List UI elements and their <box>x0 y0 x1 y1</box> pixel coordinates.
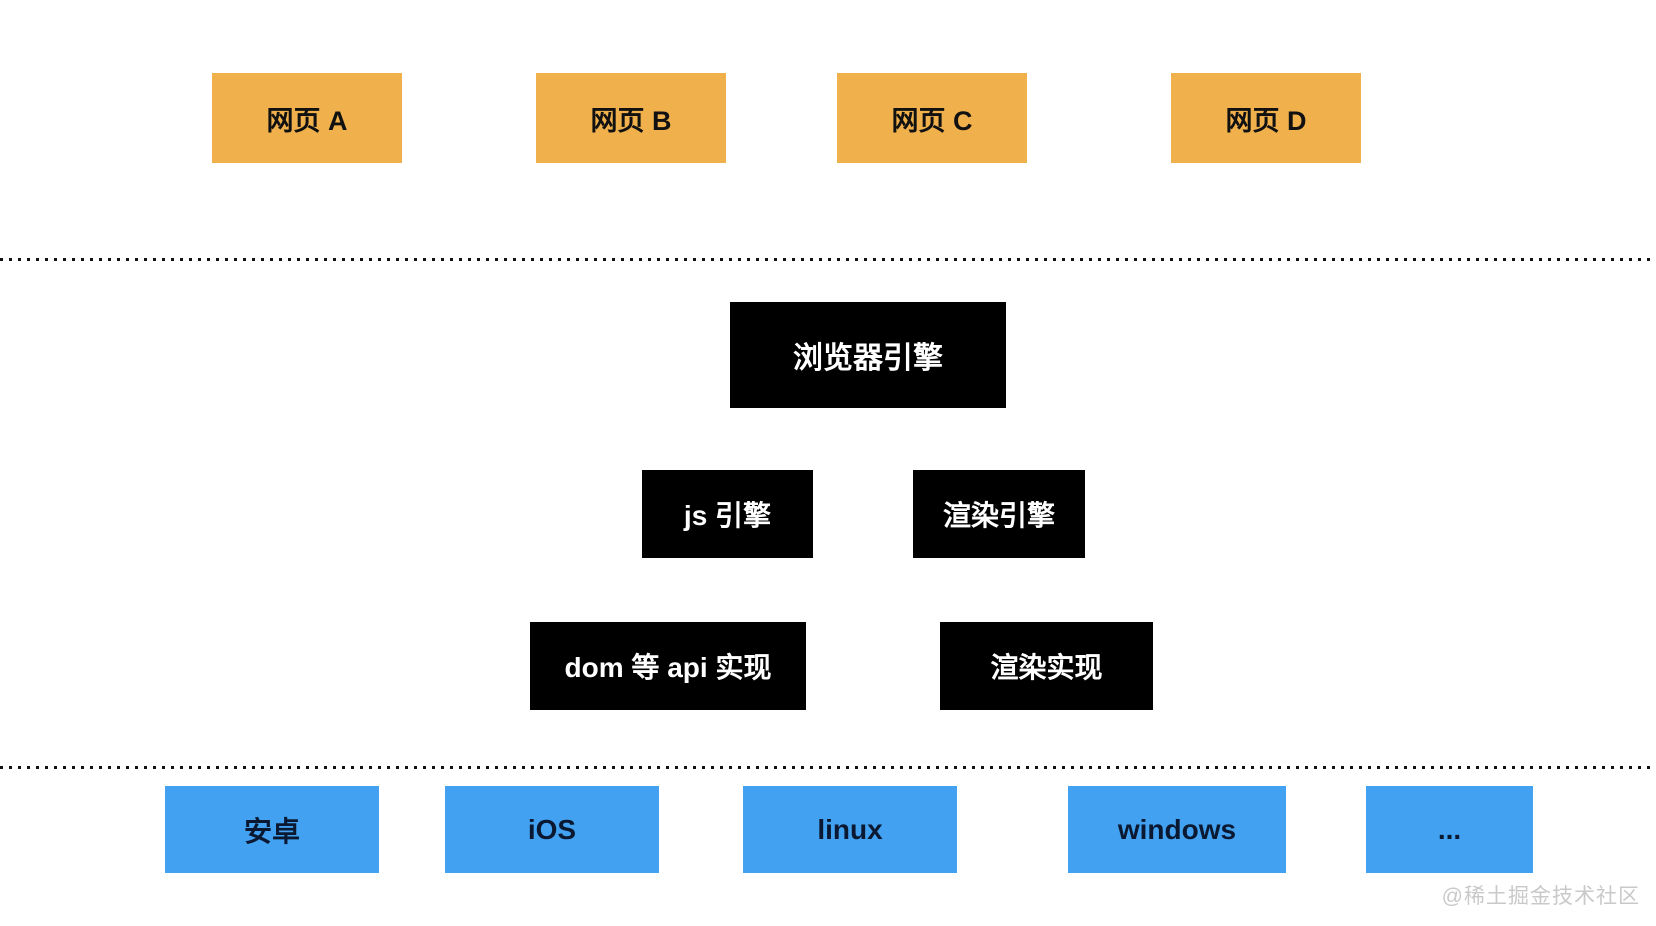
dom-api-impl-box: dom 等 api 实现 <box>530 622 806 710</box>
platform-box-other: ... <box>1366 786 1533 873</box>
js-engine-box: js 引擎 <box>642 470 813 558</box>
web-page-c-box: 网页 C <box>837 73 1027 163</box>
web-page-b-box: 网页 B <box>536 73 726 163</box>
browser-engine-box: 浏览器引擎 <box>730 302 1006 408</box>
render-impl-box: 渲染实现 <box>940 622 1153 710</box>
separator-line-top <box>0 257 1656 261</box>
platform-box-windows: windows <box>1068 786 1286 873</box>
platform-box-ios: iOS <box>445 786 659 873</box>
render-engine-box: 渲染引擎 <box>913 470 1085 558</box>
platform-box-linux: linux <box>743 786 957 873</box>
watermark-text: @稀土掘金技术社区 <box>1441 885 1640 908</box>
platform-box-android: 安卓 <box>165 786 379 873</box>
separator-line-bottom <box>0 765 1656 769</box>
web-page-a-box: 网页 A <box>212 73 402 163</box>
web-page-d-box: 网页 D <box>1171 73 1361 163</box>
